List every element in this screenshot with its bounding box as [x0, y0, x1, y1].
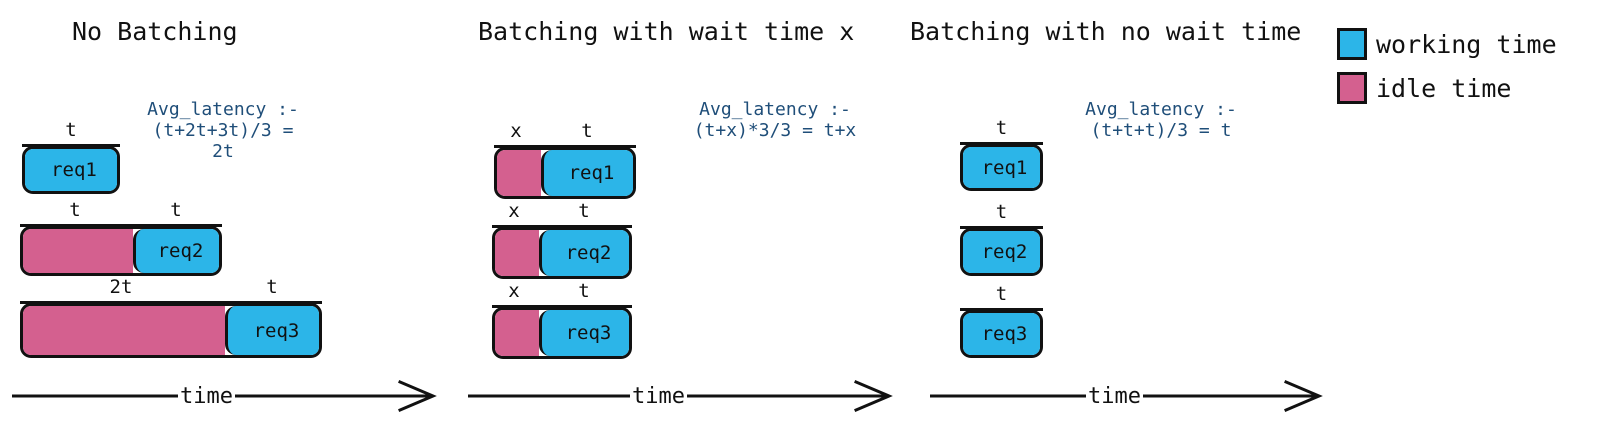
legend-item-idle: idle time — [1337, 72, 1511, 104]
bar-batching-with-wait-time-req1: req1 — [494, 147, 636, 199]
segment-idle-no-batching-req2 — [23, 229, 133, 273]
tick-label-batching-with-wait-time-req2-0: x — [508, 200, 520, 222]
bar-batching-with-no-wait-time-req2: req2 — [960, 228, 1043, 276]
legend-swatch-working — [1337, 28, 1367, 60]
panel-title-batching-with-no-wait-time: Batching with no wait time — [910, 17, 1302, 46]
segment-idle-batching-with-wait-time-req3 — [495, 310, 539, 356]
segment-working-no-batching-req2: req2 — [133, 229, 219, 273]
formula-batching-with-wait-time: Avg_latency :- (t+x)*3/3 = t+x — [693, 99, 857, 141]
tick-mark-batching-with-wait-time-req2-1 — [536, 225, 632, 228]
segment-working-batching-with-no-wait-time-req2: req2 — [963, 231, 1040, 273]
segment-idle-batching-with-wait-time-req1 — [497, 150, 541, 196]
tick-mark-batching-with-wait-time-req1-1 — [538, 145, 636, 148]
segment-working-no-batching-req1: req1 — [25, 149, 117, 191]
legend-swatch-idle — [1337, 72, 1367, 104]
tick-label-batching-with-no-wait-time-req2-0: t — [995, 201, 1008, 223]
segment-idle-no-batching-req3 — [23, 306, 225, 355]
segment-working-no-batching-req3: req3 — [225, 306, 319, 355]
tick-label-no-batching-req3-1: t — [266, 276, 278, 298]
tick-label-no-batching-req2-1: t — [170, 199, 182, 221]
bar-label-req1: req1 — [568, 162, 615, 184]
bar-no-batching-req1: req1 — [22, 146, 120, 194]
tick-mark-batching-with-wait-time-req3-0 — [492, 305, 536, 308]
bar-batching-with-no-wait-time-req3: req3 — [960, 310, 1043, 358]
tick-mark-no-batching-req2-1 — [130, 224, 222, 227]
time-axis-label-batching-with-no-wait-time: time — [1086, 384, 1143, 409]
tick-mark-batching-with-no-wait-time-req2-0 — [960, 226, 1043, 229]
tick-mark-no-batching-req1-0 — [22, 144, 120, 147]
bar-no-batching-req3: req3 — [20, 303, 322, 358]
segment-working-batching-with-wait-time-req3: req3 — [539, 310, 629, 356]
bar-no-batching-req2: req2 — [20, 226, 222, 276]
bar-batching-with-wait-time-req3: req3 — [492, 307, 632, 359]
legend-item-working: working time — [1337, 28, 1557, 60]
segment-working-batching-with-wait-time-req2: req2 — [539, 230, 629, 276]
tick-label-batching-with-no-wait-time-req3-0: t — [995, 283, 1008, 305]
time-axis-label-no-batching: time — [178, 384, 235, 409]
bar-label-req2: req2 — [157, 240, 204, 262]
bar-label-req3: req3 — [565, 322, 612, 344]
tick-mark-batching-with-no-wait-time-req3-0 — [960, 308, 1043, 311]
segment-idle-batching-with-wait-time-req2 — [495, 230, 539, 276]
tick-mark-no-batching-req2-0 — [20, 224, 130, 227]
tick-mark-batching-with-wait-time-req2-0 — [492, 225, 536, 228]
bar-batching-with-no-wait-time-req1: req1 — [960, 144, 1043, 191]
segment-working-batching-with-no-wait-time-req1: req1 — [963, 147, 1040, 188]
panel-title-no-batching: No Batching — [72, 17, 238, 46]
tick-mark-batching-with-wait-time-req1-0 — [494, 145, 538, 148]
panel-title-batching-with-wait-time: Batching with wait time x — [478, 17, 855, 46]
tick-mark-batching-with-no-wait-time-req1-0 — [960, 142, 1043, 145]
tick-label-batching-with-wait-time-req1-1: t — [581, 120, 593, 142]
tick-label-batching-with-no-wait-time-req1-0: t — [995, 117, 1008, 139]
formula-batching-with-no-wait-time: Avg_latency :- (t+t+t)/3 = t — [1085, 99, 1237, 141]
tick-label-batching-with-wait-time-req3-0: x — [508, 280, 520, 302]
segment-working-batching-with-no-wait-time-req3: req3 — [963, 313, 1040, 355]
tick-mark-batching-with-wait-time-req3-1 — [536, 305, 632, 308]
bar-label-req1: req1 — [981, 156, 1028, 179]
legend-label-working: working time — [1376, 29, 1557, 59]
bar-label-req3: req3 — [253, 319, 300, 342]
bar-label-req2: req2 — [981, 241, 1028, 263]
bar-label-req1: req1 — [51, 159, 97, 181]
tick-label-no-batching-req3-0: 2t — [109, 276, 133, 298]
bar-label-req2: req2 — [565, 242, 612, 264]
tick-label-batching-with-wait-time-req2-1: t — [578, 200, 590, 222]
bar-label-req3: req3 — [981, 323, 1028, 345]
formula-no-batching: Avg_latency :- (t+2t+3t)/3 = 2t — [147, 99, 299, 162]
time-axis-label-batching-with-wait-time: time — [630, 384, 687, 409]
legend-label-idle: idle time — [1376, 73, 1512, 103]
tick-label-batching-with-wait-time-req3-1: t — [578, 280, 590, 302]
segment-working-batching-with-wait-time-req1: req1 — [541, 150, 633, 196]
tick-label-no-batching-req1-0: t — [65, 119, 77, 141]
tick-label-batching-with-wait-time-req1-0: x — [510, 120, 522, 142]
tick-mark-no-batching-req3-1 — [222, 301, 322, 304]
tick-label-no-batching-req2-0: t — [69, 199, 81, 221]
bar-batching-with-wait-time-req2: req2 — [492, 227, 632, 279]
tick-mark-no-batching-req3-0 — [20, 301, 222, 304]
